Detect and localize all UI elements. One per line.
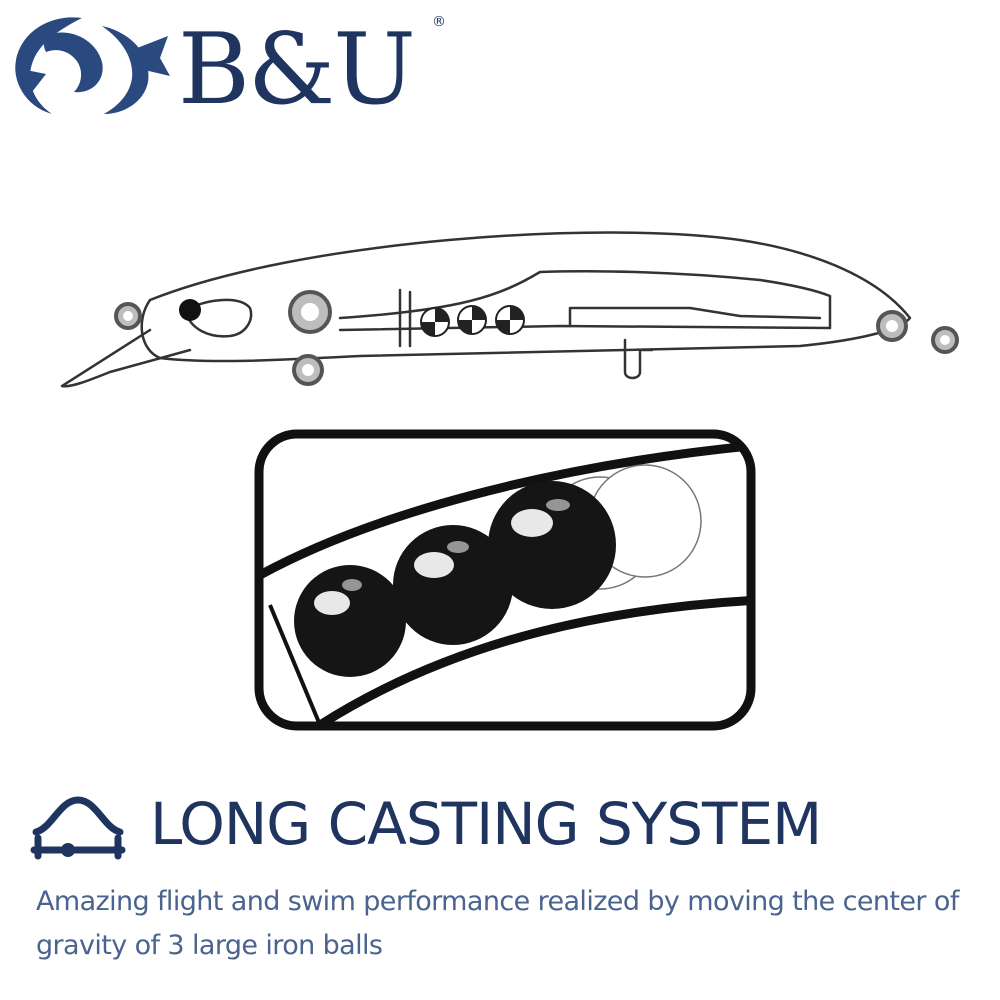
brand-name: B&U: [178, 13, 416, 127]
gravity-rail-icon: [30, 796, 126, 860]
koi-fish-icon: [15, 17, 170, 114]
iron-ball: [294, 565, 406, 677]
feature-title: LONG CASTING SYSTEM: [150, 790, 822, 858]
iron-ball: [488, 481, 616, 609]
registered-mark: ®: [432, 14, 446, 30]
iron-balls-closeup: [254, 429, 756, 731]
iron-ball: [393, 525, 513, 645]
brand-logo: B&U ®: [12, 10, 446, 127]
feature-description: Amazing flight and swim performance real…: [36, 886, 959, 961]
fishing-lure-diagram: [60, 231, 959, 388]
